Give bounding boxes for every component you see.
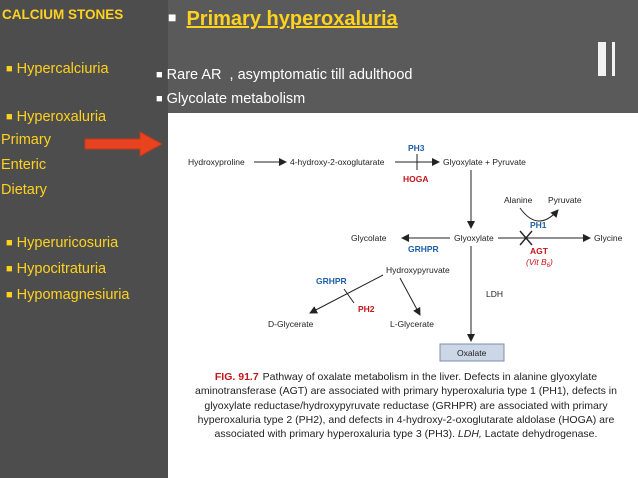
main-bullet-rare: ■Rare AR , asymptomatic till adulthood: [156, 67, 412, 83]
square-bullet-icon: ■: [6, 111, 13, 123]
arrow-curve: [519, 207, 559, 222]
glyoxylate-label: Glyoxylate: [454, 233, 494, 243]
main-bullet-glycolate: ■Glycolate metabolism: [156, 91, 305, 107]
square-bullet-icon: ■: [6, 237, 13, 249]
sidebar-item-hyperuricosuria: ■Hyperuricosuria: [6, 235, 118, 251]
sidebar-panel: [0, 0, 168, 478]
pathway-figure: Hydroxyproline 4-hydroxy-2-oxoglutarate …: [168, 113, 638, 478]
sidebar-item-label: Hypocitraturia: [16, 261, 107, 277]
sidebar-item-label: Hyperuricosuria: [16, 235, 119, 251]
square-bullet-icon: ■: [168, 9, 177, 25]
pyruvate-label: Pyruvate: [548, 195, 582, 205]
oxalate-pathway-diagram: Hydroxyproline 4-hydroxy-2-oxoglutarate …: [188, 143, 623, 362]
caption-text: Pathway of oxalate metabolism in the liv…: [195, 371, 617, 441]
glycine-label: Glycine: [594, 233, 623, 243]
arrow-line: [399, 277, 421, 316]
vitb6-label: (Vit B6): [526, 257, 553, 269]
arrow-line: [309, 274, 384, 314]
oxalate-label: Oxalate: [457, 348, 487, 358]
sidebar-item-hypomagnesiuria: ■Hypomagnesiuria: [6, 287, 130, 303]
block-cross: [519, 230, 533, 246]
main-bullet-text: Glycolate metabolism: [166, 91, 306, 107]
ph1-label: PH1: [530, 220, 547, 230]
d-glycerate-label: D-Glycerate: [268, 319, 314, 329]
sidebar-item-label: Hypercalciuria: [16, 61, 109, 77]
block-line: [343, 288, 355, 304]
glyoxylate-pyruvate-label: Glyoxylate + Pyruvate: [443, 157, 526, 167]
oxalate-box: [439, 343, 505, 362]
caption-text-end: Lactate dehydrogenase.: [481, 428, 598, 441]
sidebar-item-hyperoxaluria: ■Hyperoxaluria: [6, 109, 106, 125]
sidebar-subitem-dietary: Dietary: [1, 182, 47, 198]
sidebar-subitem-enteric: Enteric: [1, 157, 47, 173]
sidebar-item-label: Hypomagnesiuria: [16, 287, 130, 303]
ldh-label: LDH: [486, 289, 503, 299]
main-bullet-text: Rare AR , asymptomatic till adulthood: [166, 67, 413, 83]
caption-abbr: LDH,: [457, 428, 482, 441]
ph3-label: PH3: [408, 143, 425, 153]
slide-title-text: Primary hyperoxaluria: [186, 8, 398, 30]
ph2-label: PH2: [358, 304, 375, 314]
square-bullet-icon: ■: [6, 289, 13, 301]
square-bullet-icon: ■: [156, 69, 163, 81]
hoga-label: HOGA: [403, 174, 429, 184]
grhpr-label: GRHPR: [408, 244, 439, 254]
figure-number: FIG. 91.7: [214, 371, 259, 383]
slide-title: ■ Primary hyperoxaluria: [168, 8, 398, 31]
hydroxypyruvate-label: Hydroxypyruvate: [386, 265, 450, 275]
arrow-right-icon: [84, 131, 164, 157]
glycolate-label: Glycolate: [351, 233, 387, 243]
decorative-bar: [612, 42, 615, 76]
square-bullet-icon: ■: [156, 93, 163, 105]
alanine-label: Alanine: [504, 195, 533, 205]
square-bullet-icon: ■: [6, 263, 13, 275]
hog-label: 4-hydroxy-2-oxoglutarate: [290, 157, 385, 167]
decorative-bar: [598, 42, 606, 76]
agt-label: AGT: [530, 246, 549, 256]
sidebar-item-label: Hyperoxaluria: [16, 109, 107, 125]
grhpr-branch-label: GRHPR: [316, 276, 347, 286]
l-glycerate-label: L-Glycerate: [390, 319, 434, 329]
sidebar-item-hypocitraturia: ■Hypocitraturia: [6, 261, 106, 277]
sidebar-subitem-primary: Primary: [1, 132, 51, 148]
square-bullet-icon: ■: [6, 63, 13, 75]
sidebar-item-hypercalciuria: ■Hypercalciuria: [6, 61, 109, 77]
hydroxyproline-label: Hydroxyproline: [188, 157, 245, 167]
sidebar-title: CALCIUM STONES: [2, 7, 124, 22]
